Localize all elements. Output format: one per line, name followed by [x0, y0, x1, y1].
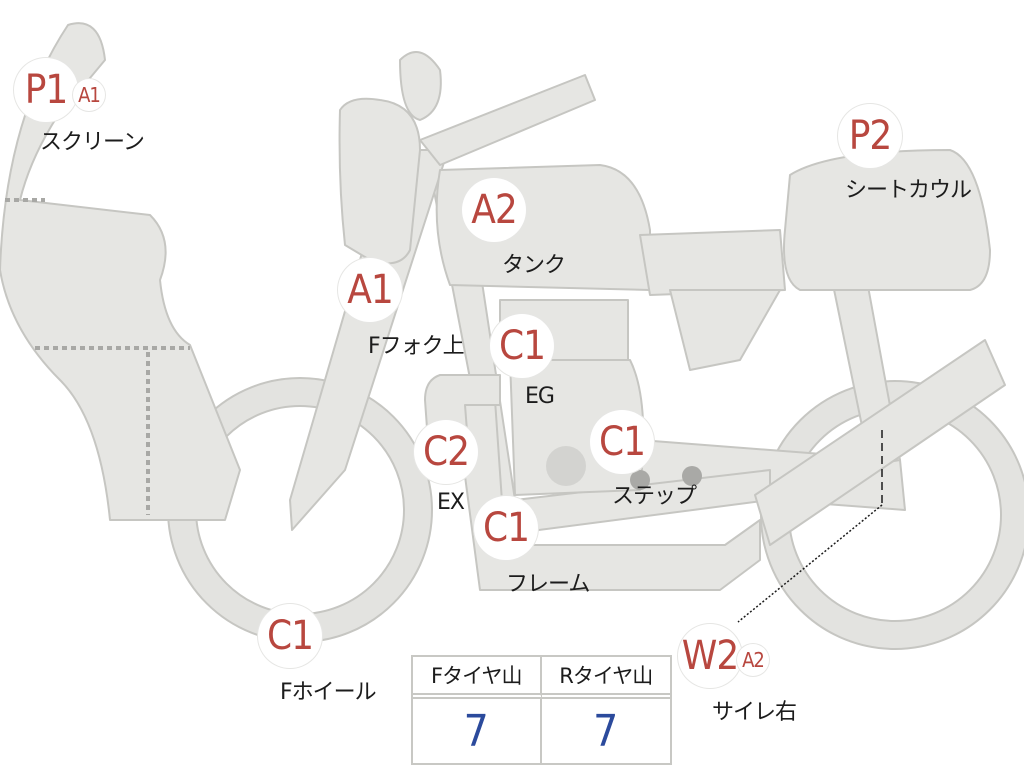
silencer-shape	[754, 339, 1006, 546]
screen-code-badge: P1	[14, 58, 78, 122]
silencer-label: サイレ右	[712, 700, 797, 725]
handlebar-shape	[419, 74, 596, 166]
engine-label: EG	[525, 384, 555, 409]
front-fork-code-badge: A1	[338, 258, 402, 322]
rear-tire-tread-header: Rタイヤ山	[541, 657, 670, 699]
front-fork-label: Fフォク上	[368, 334, 465, 359]
fairing-shape	[0, 22, 241, 521]
lower-frame-shape	[454, 399, 761, 591]
engine-code-badge: C1	[490, 314, 554, 378]
mirror-shape	[399, 51, 442, 121]
seat-cowl-code-badge: P2	[838, 104, 902, 168]
front-wheel-code-badge: C1	[258, 604, 322, 668]
footpeg-shape	[630, 470, 650, 490]
side-panel-shape	[639, 229, 786, 296]
tire-tread-table: Fタイヤ山 Rタイヤ山 7 7	[411, 655, 672, 765]
step-label: ステップ	[612, 484, 697, 509]
silencer-subcode-badge: A2	[737, 644, 769, 676]
step-code-badge: C1	[590, 410, 654, 474]
front-tire-tread-header: Fタイヤ山	[413, 657, 542, 699]
screen-label: スクリーン	[40, 130, 145, 155]
exhaust-code-badge: C2	[414, 420, 478, 484]
tank-label: タンク	[502, 253, 566, 278]
tank-code-badge: A2	[462, 178, 526, 242]
seat-cowl-label: シートカウル	[845, 178, 972, 203]
exhaust-label: EX	[437, 490, 465, 515]
frame-code-badge: C1	[474, 496, 538, 560]
frame-label: フレーム	[506, 572, 590, 597]
screen-subcode-badge: A1	[73, 79, 105, 111]
headlight-shape	[338, 97, 421, 265]
silencer-code-badge: W2	[678, 624, 742, 688]
front-wheel-label: Fホイール	[280, 680, 377, 705]
engine-cover-shape	[546, 446, 586, 486]
footpeg-rear-shape	[682, 466, 702, 486]
front-tire-tread-value: 7	[413, 699, 542, 763]
silencer-leader-line	[737, 504, 883, 623]
seat-cowl-shape	[783, 149, 991, 291]
rear-tire-tread-value: 7	[593, 705, 619, 757]
under-seat-shape	[669, 289, 781, 371]
